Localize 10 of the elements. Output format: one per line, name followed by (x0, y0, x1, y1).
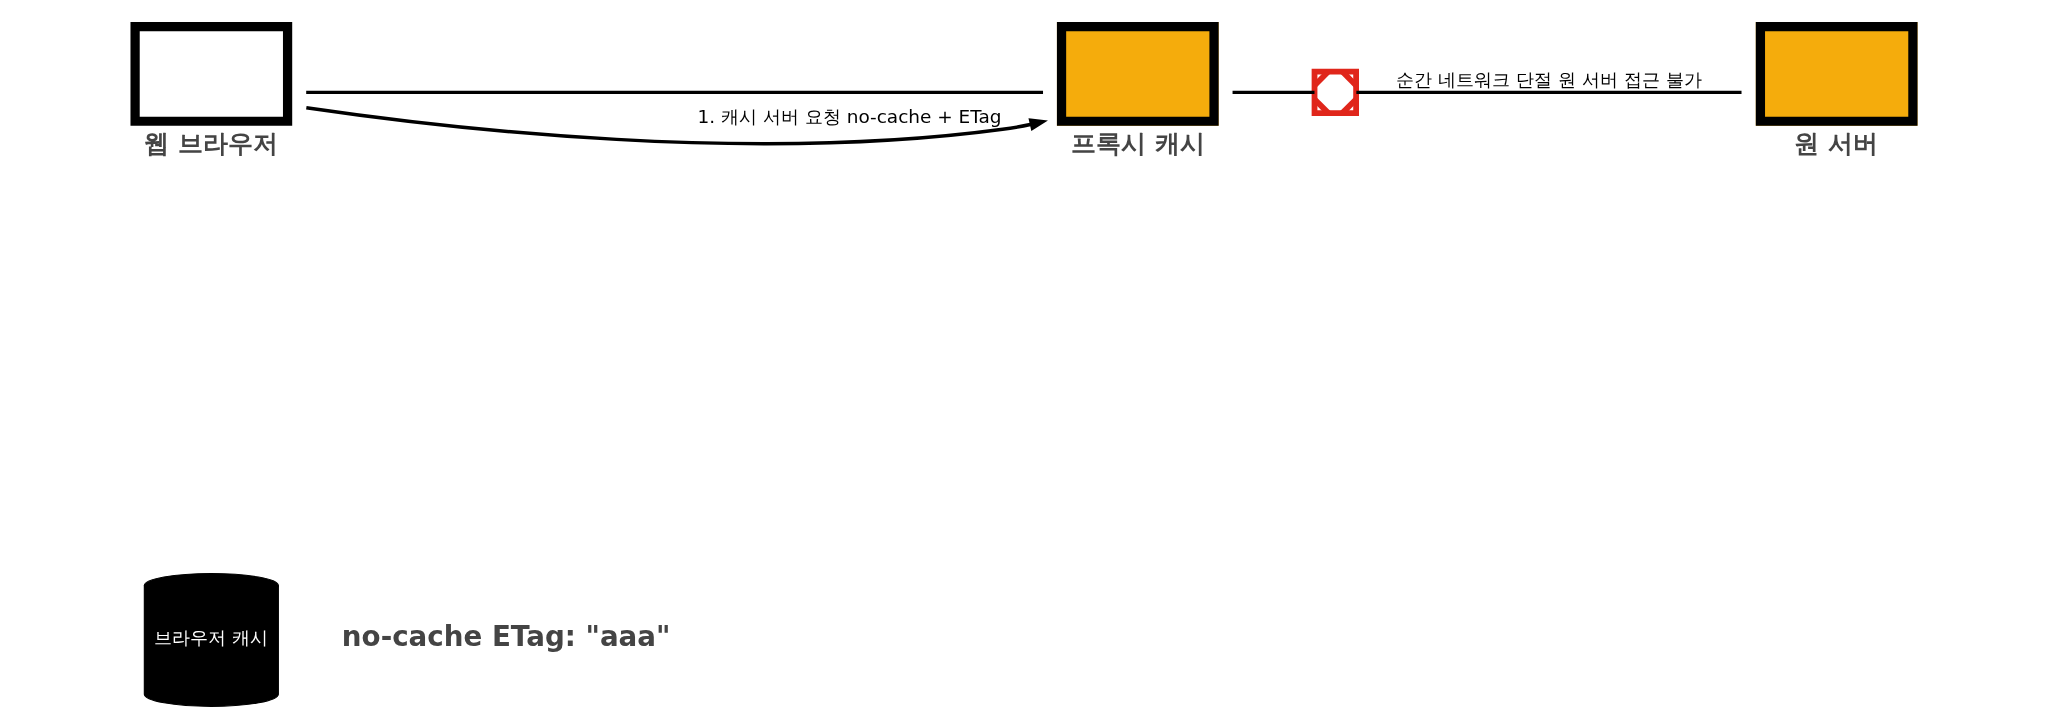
connector (1232, 90, 1315, 95)
connector (1356, 90, 1742, 95)
node-label: no-cache ETag: "aaa" (341, 619, 671, 653)
connector (306, 90, 1044, 95)
node-label: 프록시 캐시 (1070, 127, 1205, 158)
arrow (306, 105, 1048, 146)
edge-label: 순간 네트워크 단절 원 서버 접근 불가 (1396, 69, 1702, 91)
edge-label: 1. 캐시 서버 요청 no-cache + ETag (697, 106, 1002, 128)
node-label: 원 서버 (1794, 127, 1879, 158)
node-label: 웹 브라우저 (144, 127, 279, 158)
